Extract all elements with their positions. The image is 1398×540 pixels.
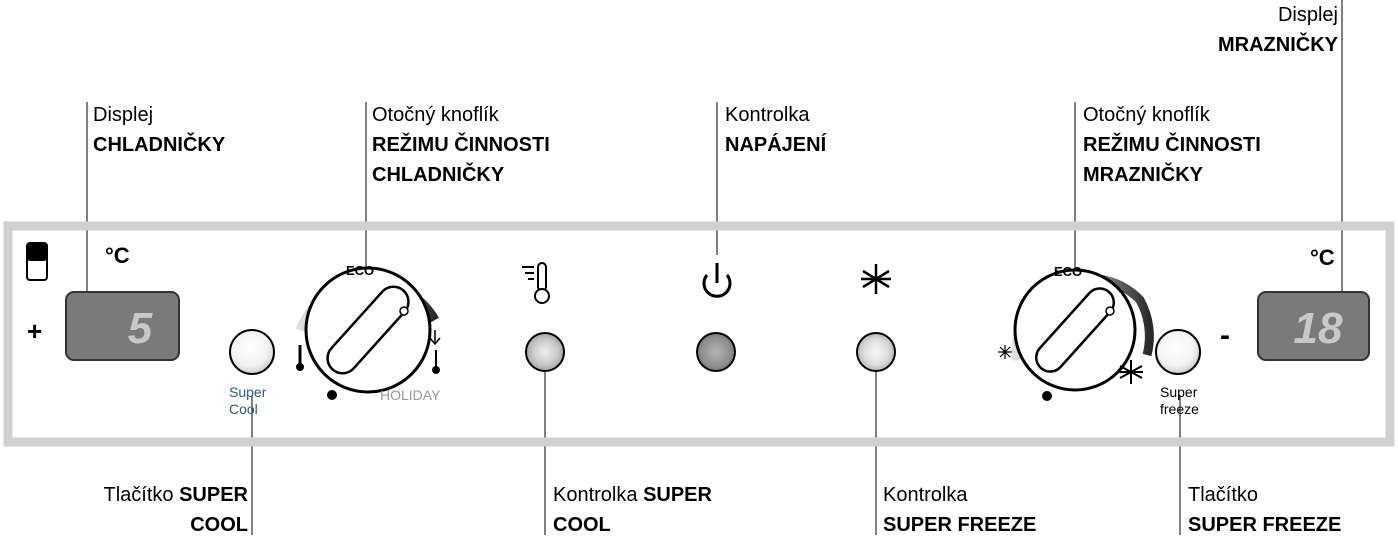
super-freeze-button[interactable] <box>1155 329 1201 375</box>
freezer-minus-label: - <box>1220 319 1230 352</box>
super-cool-button[interactable] <box>229 329 275 375</box>
fridge-knob-off-dot <box>327 390 337 400</box>
power-light-caption: Kontrolka NAPÁJENÍ <box>725 104 827 156</box>
fridge-temperature-value: 5 <box>128 304 153 353</box>
super-cool-button-label-1: Super <box>229 384 267 400</box>
fridge-knob-eco-label: ECO <box>346 263 374 278</box>
freezer-temperature-value: 18 <box>1294 304 1343 353</box>
freezer-mode-knob[interactable] <box>1011 268 1154 392</box>
super-cool-button-caption: Tlačítko SUPER COOL <box>103 484 248 536</box>
freezer-unit-label: °C <box>1310 245 1335 270</box>
super-freeze-button-label-2: freeze <box>1160 401 1199 417</box>
super-cool-light <box>525 332 565 372</box>
fridge-display-caption: Displej CHLADNIČKY <box>93 104 226 156</box>
power-light <box>696 332 736 372</box>
freezer-knob-caption: Otočný knoflík REŽIMU ČINNOSTI MRAZNIČKY <box>1083 104 1261 186</box>
thermometer-cold-icon <box>429 330 441 374</box>
super-cool-button-label-2: Cool <box>229 401 258 417</box>
super-cool-light-caption: Kontrolka SUPER COOL <box>553 484 712 536</box>
small-snowflake-icon <box>998 345 1012 359</box>
freezer-display-caption: Displej MRAZNIČKY <box>1218 4 1338 56</box>
fridge-icon <box>26 242 48 281</box>
fridge-knob-caption: Otočný knoflík REŽIMU ČINNOSTI CHLADNIČK… <box>372 104 550 186</box>
power-icon <box>702 263 732 298</box>
super-freeze-light <box>856 332 896 372</box>
snowflake-icon <box>861 264 891 294</box>
fridge-display: 5 <box>65 291 180 361</box>
super-freeze-button-label-1: Super <box>1160 384 1198 400</box>
freezer-knob-eco-label: ECO <box>1054 264 1082 279</box>
super-freeze-light-caption: Kontrolka SUPER FREEZE <box>883 484 1037 536</box>
thermometer-warm-icon <box>296 345 304 371</box>
freezer-display: 18 <box>1257 291 1370 361</box>
panel-frame <box>3 221 1395 447</box>
freezer-knob-off-dot <box>1042 391 1052 401</box>
fridge-plus-label: + <box>27 316 42 346</box>
fridge-mode-knob[interactable] <box>295 266 439 394</box>
callout-leader-lines <box>86 0 1343 535</box>
large-snowflake-icon <box>1119 360 1143 384</box>
super-cool-thermometer-icon <box>522 262 550 304</box>
fridge-knob-holiday-label: HOLIDAY <box>380 387 441 403</box>
super-freeze-button-caption: Tlačítko SUPER FREEZE <box>1188 484 1342 536</box>
fridge-unit-label: °C <box>105 243 130 268</box>
